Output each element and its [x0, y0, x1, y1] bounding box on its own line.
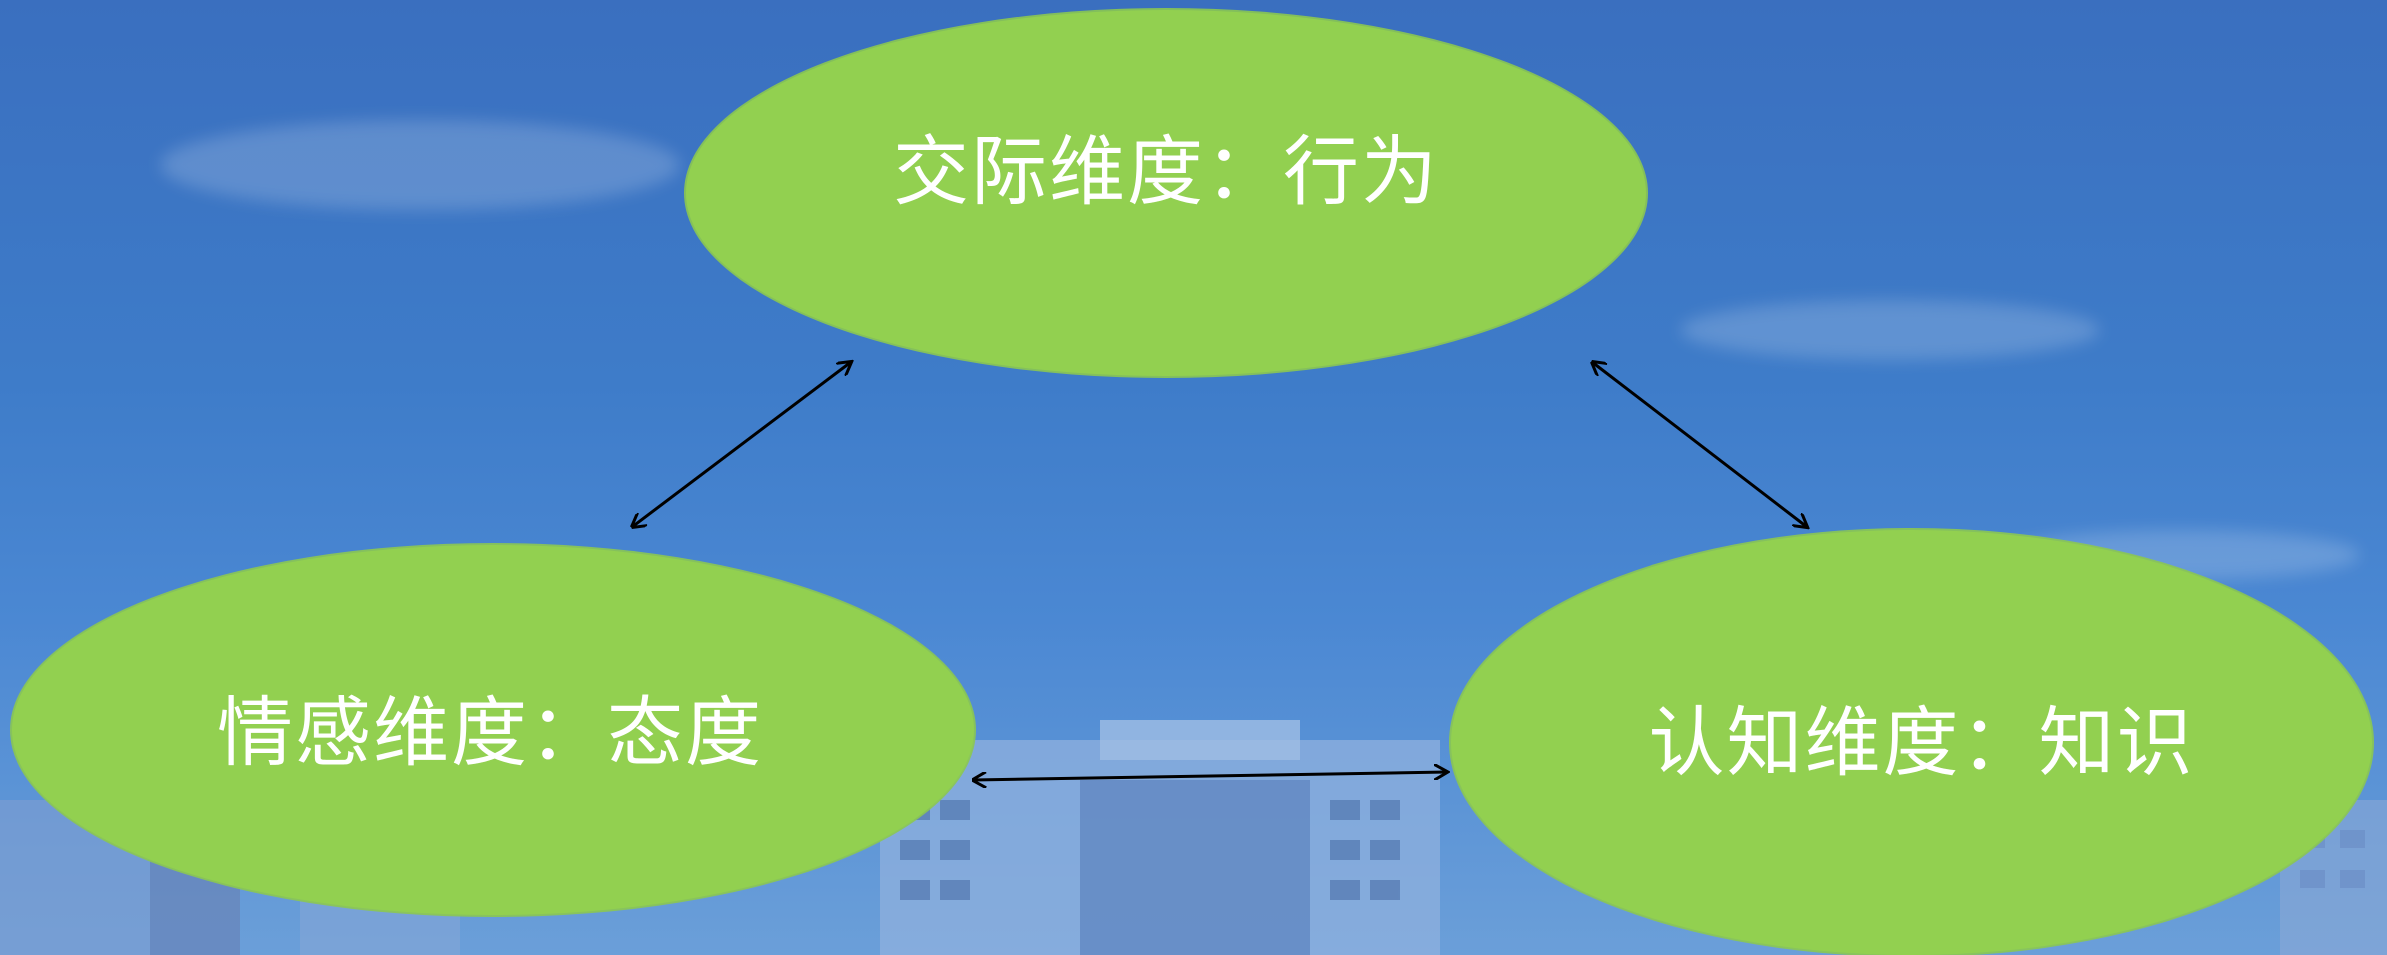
arrow-left-right: [973, 772, 1447, 780]
arrow-top-right: [1592, 362, 1807, 527]
node-label: 情感维度：态度: [217, 688, 763, 777]
arrow-left-top: [632, 362, 851, 527]
node-label: 认知维度：知识: [1648, 697, 2195, 787]
cloud-shape: [160, 120, 680, 210]
node-cognitive-dimension: 认知维度：知识: [1451, 530, 2372, 955]
node-label: 交际维度：行为: [893, 127, 1439, 216]
cloud-shape: [1680, 300, 2100, 360]
node-affective-dimension: 情感维度：态度: [12, 545, 974, 915]
node-communication-dimension: 交际维度：行为: [686, 10, 1646, 376]
